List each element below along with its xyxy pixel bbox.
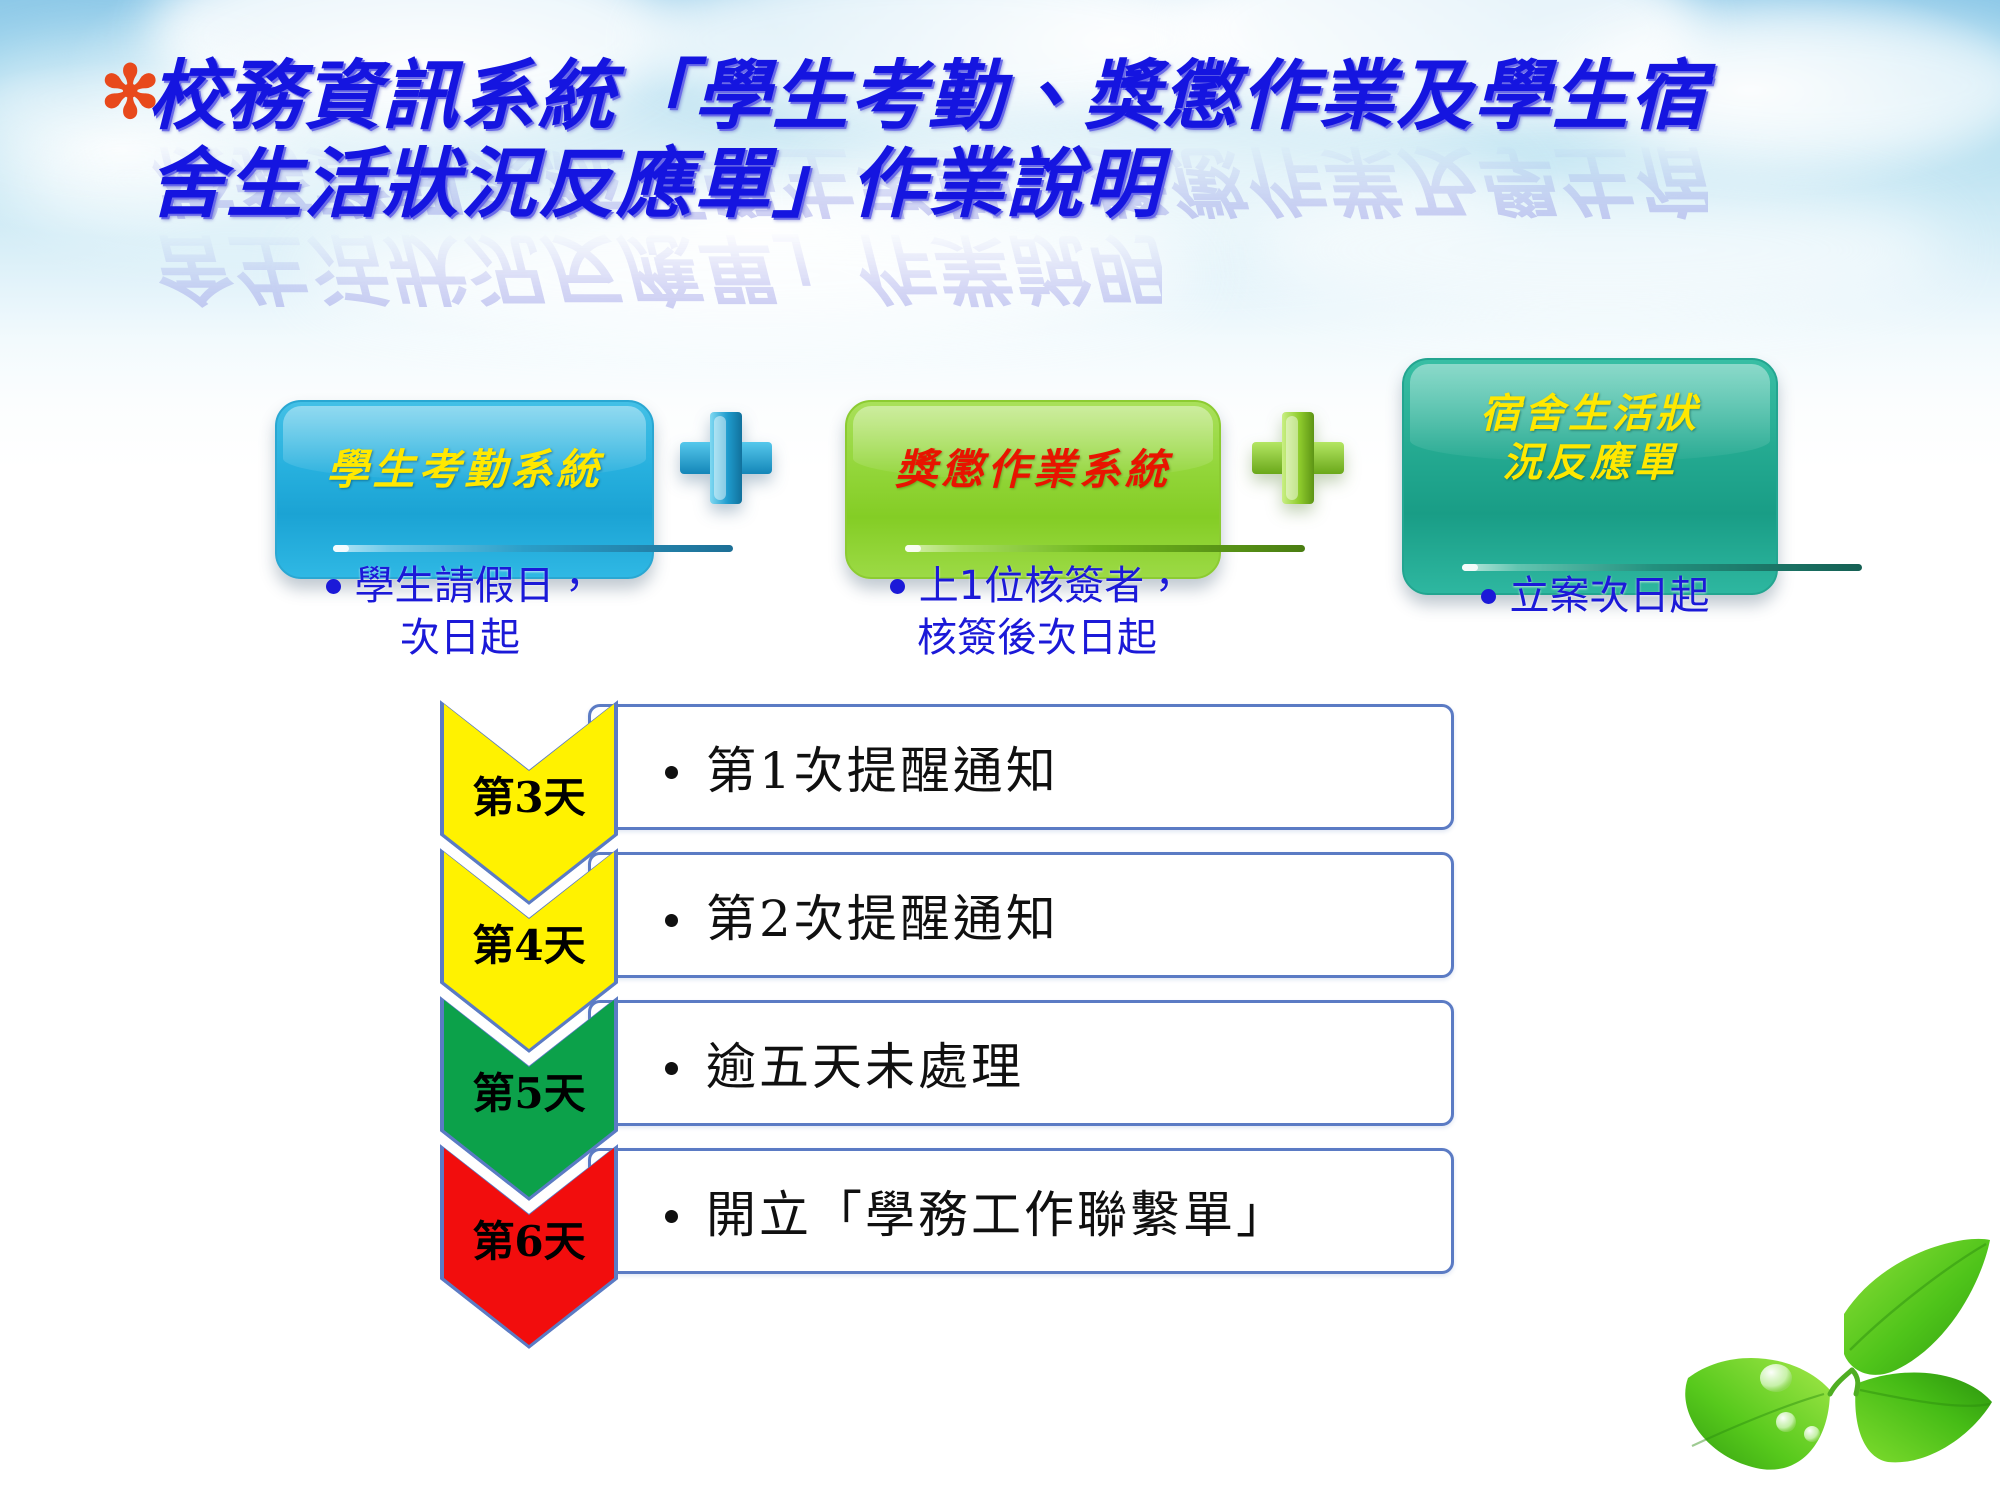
slide-title: ✻ 校務資訊系統「學生考勤、獎懲作業及學生宿 舍生活狀況反應單」作業說明 校務資… [100,49,1708,314]
cloud-decoration [1580,10,2000,160]
step-row: 逾五天未處理 第5天 [440,996,1560,1201]
system-box-attendance-label: 學生考勤系統 [326,445,603,494]
connector-rail-dorm [1462,564,1862,571]
step-text: 開立「學務工作聯繫單」 [591,1175,1289,1247]
asterisk-icon: ✻ [100,49,161,134]
system-box-dorm-label: 宿舍生活狀 況反應單 [1404,390,1776,488]
system-caption-reward: 上1位核簽者， 核簽後次日起 [862,560,1212,664]
system-caption-dorm: 立案次日起 [1420,570,1770,622]
step-text: 第1次提醒通知 [591,731,1059,803]
step-text-box[interactable]: 第2次提醒通知 [588,852,1454,978]
bullet-dot-icon [665,1061,678,1075]
step-day-label: 第5天 [472,1069,586,1118]
step-row: 第2次提醒通知 第4天 [440,848,1560,1053]
bullet-dot-icon [889,578,905,594]
connector-rail-reward [905,545,1305,552]
escalation-steps: 第1次提醒通知 第3天 第2次提醒通知 第4天 逾五天未處理 [440,700,1560,1349]
cloud-decoration [0,40,300,160]
cloud-decoration [300,215,1200,335]
bullet-dot-icon [665,913,678,927]
step-text: 逾五天未處理 [591,1027,1024,1099]
system-box-reward[interactable]: 獎懲作業系統 [845,400,1221,579]
step-text-box[interactable]: 逾五天未處理 [588,1000,1454,1126]
caption-line1: 學生請假日， [354,563,595,609]
system-box-dorm-label-line2: 況反應單 [1502,438,1678,486]
system-box-attendance[interactable]: 學生考勤系統 [275,400,654,579]
caption-line2: 次日起 [400,615,520,661]
step-row: 第1次提醒通知 第3天 [440,700,1560,905]
plus-icon [1252,412,1344,504]
connector-rail-attendance [333,545,733,552]
bullet-dot-icon [665,765,678,779]
step-text-box[interactable]: 第1次提醒通知 [588,704,1454,830]
plus-icon [680,412,772,504]
step-text-box[interactable]: 開立「學務工作聯繫單」 [588,1148,1454,1274]
bullet-dot-icon [665,1209,678,1223]
step-text: 第2次提醒通知 [591,879,1059,951]
caption-line2: 核簽後次日起 [917,615,1157,661]
system-caption-attendance: 學生請假日， 次日起 [290,560,630,664]
caption-line1: 上1位核簽者， [918,563,1185,609]
leaf-decoration-icon [1685,1238,1992,1470]
caption-line1: 立案次日起 [1509,573,1710,619]
bullet-dot-icon [1480,588,1496,604]
step-day-label: 第3天 [472,773,586,822]
step-day-label: 第4天 [472,921,586,970]
title-line-1: 校務資訊系統「學生考勤、獎懲作業及學生宿 [148,51,1708,140]
step-row: 開立「學務工作聯繫單」 第6天 [440,1144,1560,1349]
step-day-label: 第6天 [472,1217,586,1266]
system-box-dorm-label-line1: 宿舍生活狀 [1480,390,1700,437]
cloud-decoration [1250,180,1950,320]
cloud-decoration [20,120,440,240]
system-box-dorm[interactable]: 宿舍生活狀 況反應單 [1402,358,1778,595]
bullet-dot-icon [325,578,341,594]
system-box-reward-label: 獎懲作業系統 [894,445,1171,494]
title-line-2: 舍生活狀況反應單」作業說明 [148,139,1162,228]
